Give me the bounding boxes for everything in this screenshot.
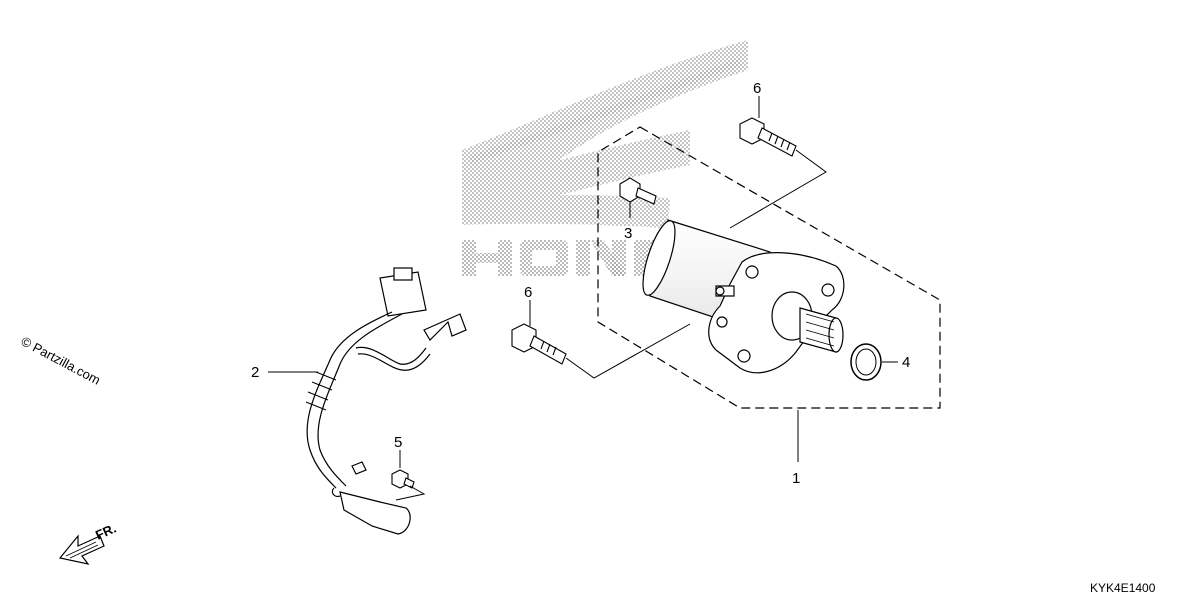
front-direction-arrow: FR. (58, 521, 118, 565)
o-ring[interactable] (850, 343, 882, 381)
starter-cable[interactable] (305, 267, 467, 535)
callout-2: 2 (251, 364, 259, 381)
bolt-5[interactable] (391, 469, 415, 489)
leader-lines (268, 96, 898, 501)
callout-4: 4 (902, 354, 910, 371)
bolt-3[interactable] (619, 177, 657, 205)
starter-motor[interactable] (636, 218, 845, 374)
front-label: FR. (93, 521, 118, 543)
callout-6-lower: 6 (524, 284, 532, 301)
callout-6-upper: 6 (753, 80, 761, 97)
partzilla-watermark: © Partzilla.com (19, 333, 103, 387)
callout-3: 3 (624, 225, 632, 242)
bolt-6-upper[interactable] (739, 117, 797, 157)
diagram-code: KYK4E1400 (1090, 581, 1156, 595)
callout-1: 1 (792, 470, 800, 487)
honda-wordmark-watermark (462, 240, 654, 276)
honda-wing-watermark (462, 40, 748, 228)
callout-5: 5 (394, 434, 402, 451)
bolt-6-lower[interactable] (511, 323, 567, 365)
